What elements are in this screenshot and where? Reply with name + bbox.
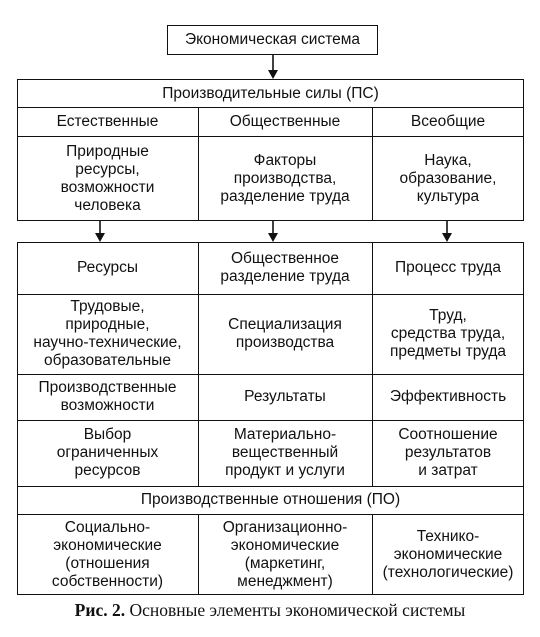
- arrow-natural-down: [95, 221, 105, 242]
- col-head-natural: Естественные: [56, 112, 159, 130]
- cell-technical-economic: Технико- экономические (технологические): [382, 527, 514, 581]
- cell-efficiency: Эффективность: [389, 388, 507, 405]
- cell-social-division-of-labor: Общественное разделение труда: [220, 250, 350, 285]
- production-relations-header: Производственные отношения (ПО): [140, 491, 401, 508]
- title-text: Экономическая система: [184, 31, 361, 48]
- col-head-social: Общественные: [229, 112, 341, 130]
- cell-material-product: Материально- вещественный продукт и услу…: [225, 426, 345, 479]
- cell-results-costs-ratio: Соотношение результатов и затрат: [398, 426, 498, 479]
- cell-resource-types: Трудовые, природные, научно-технические,…: [33, 298, 182, 369]
- productive-forces-box: [17, 79, 524, 221]
- cell-labor-process: Процесс труда: [395, 259, 501, 276]
- arrow-title-to-productive-forces: [268, 55, 278, 79]
- figure-caption: Рис. 2. Основные элементы экономической …: [0, 600, 540, 621]
- cell-organizational-economic: Организационно- экономические (маркетинг…: [222, 518, 348, 590]
- productive-forces-header: Производительные силы (ПС): [162, 84, 379, 102]
- cell-specialization: Специализация производства: [228, 316, 342, 351]
- cell-results: Результаты: [244, 388, 326, 405]
- arrow-social-down: [268, 221, 278, 242]
- detail-natural: Природные ресурсы, возможности человека: [60, 142, 155, 214]
- caption-label: Рис. 2.: [74, 600, 126, 620]
- cell-socio-economic: Социально- экономические (отношения собс…: [51, 518, 164, 590]
- detail-social: Факторы производства, разделение труда: [220, 151, 350, 205]
- col-head-universal: Всеобщие: [410, 112, 486, 130]
- cell-labor-components: Труд, средства труда, предметы труда: [389, 307, 507, 360]
- economic-elements-box: [17, 242, 524, 595]
- cell-resources: Ресурсы: [76, 259, 139, 276]
- caption-text: Основные элементы экономической системы: [125, 600, 466, 620]
- arrow-universal-down: [442, 221, 452, 242]
- cell-choice-of-resources: Выбор ограниченных ресурсов: [56, 426, 159, 479]
- detail-universal: Наука, образование, культура: [399, 151, 497, 205]
- cell-production-possibilities: Производственные возможности: [38, 379, 177, 414]
- title-box: [167, 25, 378, 55]
